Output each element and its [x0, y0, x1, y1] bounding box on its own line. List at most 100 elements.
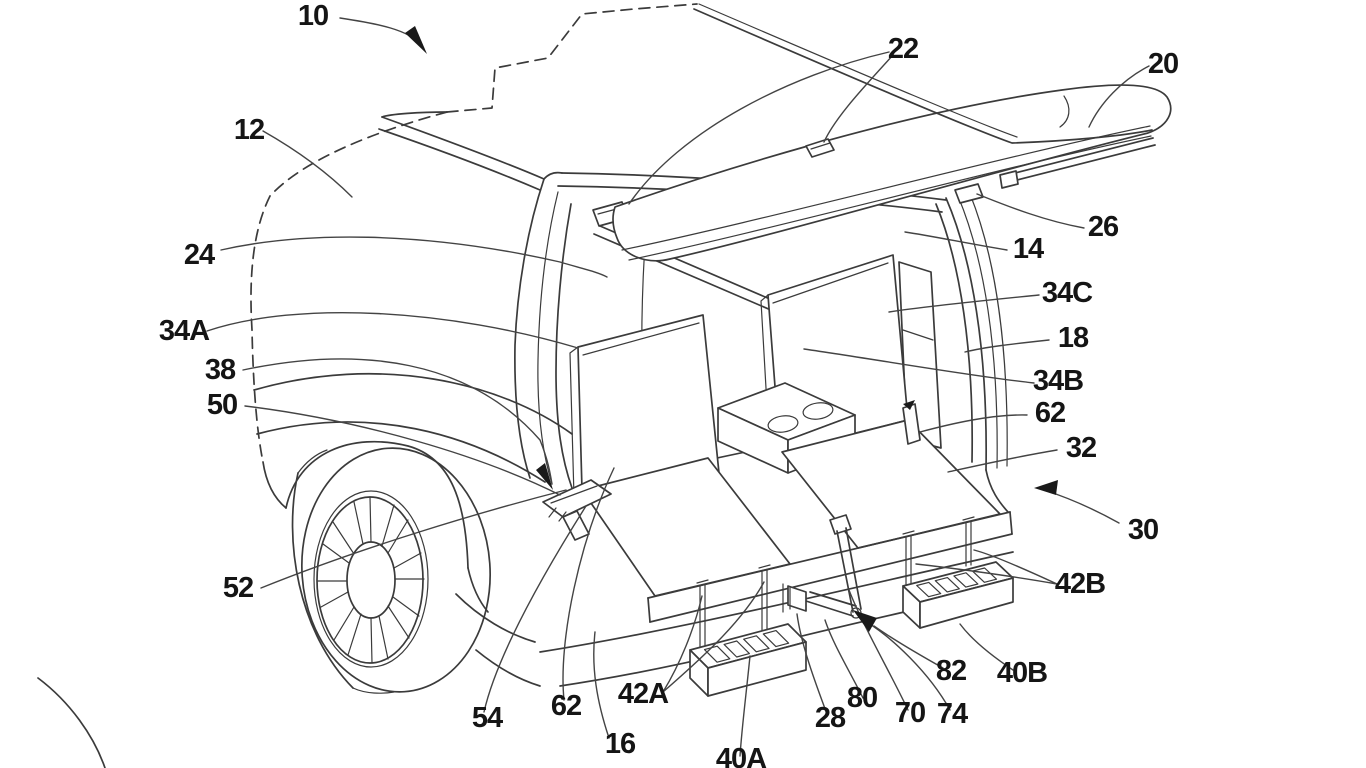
leader-70 [848, 589, 909, 711]
panel-strut-inner [1002, 137, 1154, 177]
leader-62-bottom [562, 467, 615, 701]
left-pillar-outer [514, 178, 545, 479]
ref-label-80: 80 [847, 682, 877, 714]
front-wheel-arch-partial [37, 677, 106, 768]
body-crease-lower [256, 421, 546, 483]
ref-label-62-bottom: 62 [551, 690, 581, 722]
ref-label-74: 74 [937, 698, 968, 730]
leader-42a-2 [662, 581, 765, 693]
panel-strut [1004, 144, 1156, 184]
step-40a-side [707, 641, 807, 697]
belt-buckle-tip [903, 400, 915, 410]
ref-label-38: 38 [205, 354, 236, 386]
leader-50 [244, 405, 561, 496]
leader-26 [976, 193, 1085, 229]
hinge-plate-line [550, 485, 598, 504]
ref-label-28: 28 [815, 702, 846, 734]
prop-block-right [954, 183, 984, 204]
leader-42b-1 [915, 563, 1058, 585]
bumper-corner-lower [475, 649, 541, 687]
rim-outer [313, 490, 429, 668]
panel-far-edge-inner [698, 3, 1018, 138]
panel-far-edge [693, 8, 1153, 144]
leader-28 [796, 613, 828, 715]
strap-42b-left [902, 530, 915, 591]
wheel-arch [285, 440, 469, 569]
tire-far-top [297, 449, 328, 474]
arrowhead-10 [405, 26, 427, 54]
ref-label-62-right: 62 [1035, 397, 1065, 429]
platform-edge-bottom [649, 533, 1013, 623]
platform-right-cap [1009, 511, 1013, 535]
ref-label-22: 22 [888, 33, 918, 65]
leader-42a-1 [662, 595, 703, 693]
ref-label-12: 12 [234, 114, 264, 146]
roof-panel-slab [612, 84, 1172, 262]
tire-far-edge [291, 472, 354, 689]
strap-42b-right [962, 516, 975, 567]
leader-32 [947, 449, 1058, 473]
ref-label-70: 70 [895, 697, 925, 729]
left-seatback-piping [582, 322, 700, 356]
right-seatback-piping [772, 262, 889, 304]
panel-thickness-1 [621, 125, 1151, 251]
roof-panel [612, 3, 1172, 262]
leader-18 [964, 339, 1050, 353]
dashed-roof-cut [446, 3, 698, 113]
linkage-lower-bracket [787, 585, 807, 612]
leader-38 [242, 358, 553, 485]
ref-label-40b: 40B [997, 657, 1047, 689]
leader-54 [483, 505, 587, 713]
step-40a-slots [703, 630, 790, 663]
leader-40a [739, 655, 751, 757]
leader-82 [873, 625, 944, 669]
trim-notch-line [902, 329, 934, 341]
right-pillar-4 [969, 193, 1008, 467]
ref-label-14: 14 [1013, 233, 1044, 265]
cab-roofline [381, 116, 545, 180]
wheel-spokes [317, 496, 425, 664]
panel-end-crease [1059, 95, 1070, 128]
ref-label-34a: 34A [159, 315, 210, 347]
ref-label-20: 20 [1148, 48, 1178, 80]
platform-left-cap [647, 597, 651, 623]
strap-42a-left [696, 579, 709, 653]
leader-16 [593, 631, 610, 739]
arrowhead-30 [1034, 480, 1058, 495]
cab-roofline-inner [378, 128, 541, 191]
strap-42a-right [758, 564, 771, 635]
ref-label-82: 82 [936, 655, 966, 687]
body-crease-upper [253, 372, 573, 435]
right-pillar-3 [957, 195, 998, 469]
leader-34c [888, 294, 1040, 313]
roof-top-edge [381, 111, 448, 118]
leader-22a [628, 51, 890, 205]
step-40b [902, 561, 1014, 629]
latch-hinge-assembly [542, 479, 612, 541]
leader-lines [206, 17, 1150, 757]
right-pillar-base [985, 469, 1009, 513]
dashed-front-boundary [250, 111, 448, 463]
cupholder-2 [802, 402, 834, 420]
step-40b-slots [916, 567, 998, 598]
leader-22b [823, 54, 894, 143]
tire-far-bottom [352, 687, 395, 694]
strut-tab [999, 170, 1019, 189]
leader-24 [220, 236, 608, 278]
ref-label-34c: 34C [1042, 277, 1093, 309]
right-pillar-2 [945, 197, 988, 471]
ref-label-34b: 34B [1033, 365, 1083, 397]
leader-52 [260, 489, 567, 589]
step-40a [689, 623, 807, 697]
leader-20 [1088, 65, 1150, 128]
ref-label-50: 50 [207, 389, 237, 421]
front-lower-body [262, 461, 287, 509]
platform-edge-top [647, 511, 1011, 599]
steps-and-linkage [689, 514, 1014, 697]
tire-outer [300, 447, 492, 693]
hinge-plate [542, 479, 612, 518]
ref-label-54: 54 [472, 702, 503, 734]
ref-label-30: 30 [1128, 514, 1158, 546]
